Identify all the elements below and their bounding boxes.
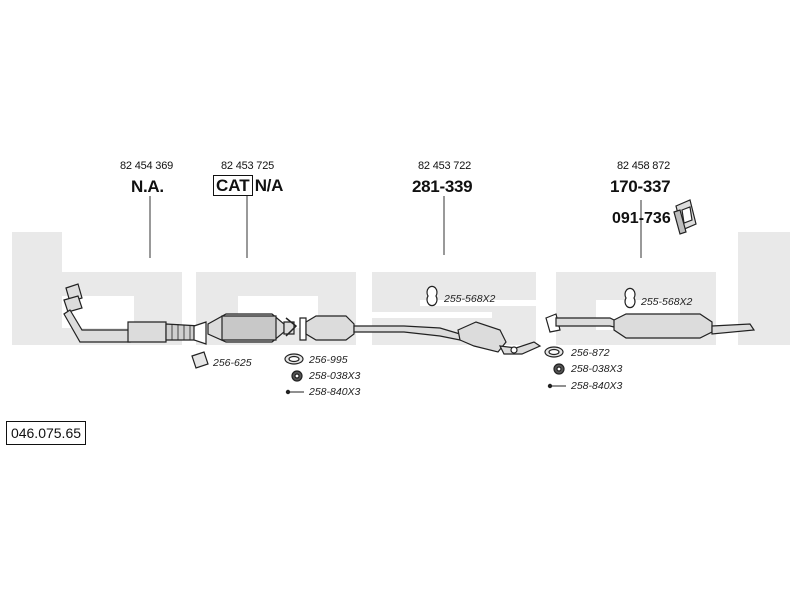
- cat-badge: CAT: [213, 175, 253, 196]
- fitting-label-3: 258-038X3: [309, 370, 361, 382]
- part-label-4: 170-337: [610, 177, 671, 196]
- fitting-label-2: 256-995: [309, 354, 348, 366]
- mounting-clamp-icon: [673, 199, 697, 235]
- part-label-1: N.A.: [131, 177, 164, 196]
- rear-silencer-part: [545, 313, 756, 339]
- oe-number-2: 82 453 725: [221, 160, 275, 172]
- fitting-label-5: 255-568X2: [444, 293, 496, 305]
- rubber-hanger-icon: [426, 285, 438, 307]
- part-label-3: 281-339: [412, 177, 473, 196]
- oe-number-4: 82 458 872: [617, 160, 671, 172]
- centre-silencer-part: [299, 315, 542, 355]
- fitting-label-4: 258-840X3: [309, 386, 361, 398]
- part-label-2: N/A: [254, 176, 284, 195]
- rubber-hanger-icon-rear: [624, 287, 636, 309]
- oe-number-3: 82 453 722: [418, 160, 472, 172]
- fitting-label-6: 255-568X2: [641, 296, 693, 308]
- diagram-number-box: 046.075.65: [6, 421, 86, 445]
- part-label-4-extra: 091-736: [612, 210, 671, 227]
- watermark-letter-b: [12, 232, 182, 345]
- fitting-label-8: 258-038X3: [571, 363, 623, 375]
- catalytic-converter-part: [207, 313, 298, 343]
- watermark-letter-a: [556, 272, 716, 345]
- gasket-icon: [191, 351, 209, 369]
- fitting-label-7: 256-872: [571, 347, 610, 359]
- front-pipe-part: [63, 283, 207, 345]
- oe-number-1: 82 454 369: [120, 160, 174, 172]
- fitting-label-9: 258-840X3: [571, 380, 623, 392]
- fitting-label-1: 256-625: [213, 357, 252, 369]
